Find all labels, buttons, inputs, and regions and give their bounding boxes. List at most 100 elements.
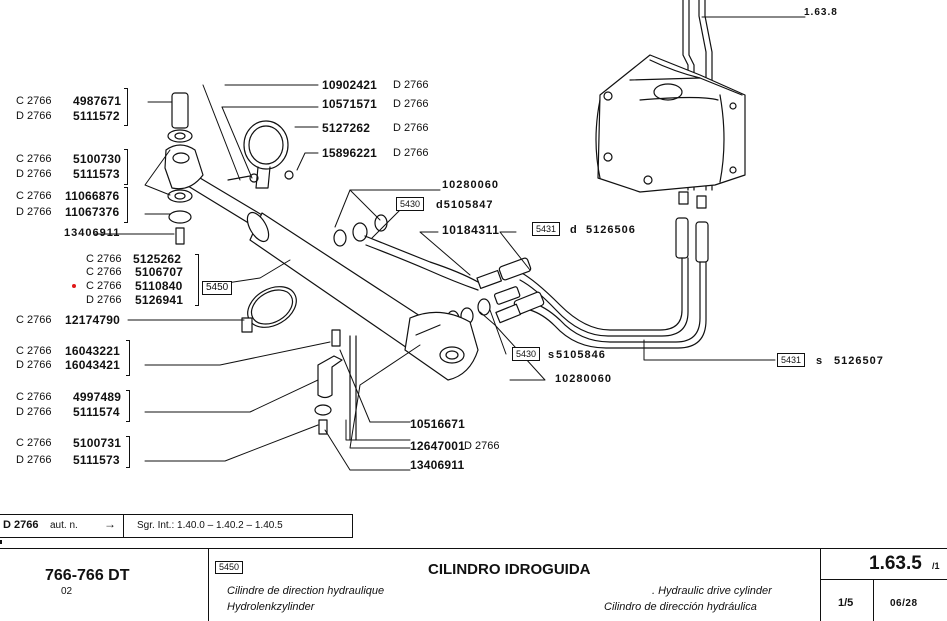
code: s	[816, 355, 824, 367]
prefix: C 2766	[16, 95, 52, 107]
group-ref-box[interactable]: 5450	[202, 281, 233, 295]
bracket-line	[124, 149, 128, 185]
title-french: Cilindre de direction hydraulique	[227, 585, 385, 597]
prefix: C 2766	[16, 190, 52, 202]
part-number[interactable]: 5106707	[135, 265, 184, 279]
group-ref-box[interactable]: 5430	[512, 347, 541, 361]
part-number[interactable]: 5100730	[73, 152, 122, 166]
prefix: C 2766	[16, 391, 52, 403]
title-english: . Hydraulic drive cylinder	[652, 585, 772, 597]
part-number[interactable]: 5126941	[135, 293, 184, 307]
part-number[interactable]: 15896221	[322, 146, 377, 160]
part-number[interactable]: 5125262	[133, 252, 182, 266]
part-number[interactable]: 5100731	[73, 436, 122, 450]
part-number[interactable]: 10280060	[442, 179, 499, 191]
prefix: D 2766	[16, 168, 52, 180]
divider	[208, 549, 209, 621]
prefix: D 2766	[16, 454, 52, 466]
code: s	[548, 349, 556, 361]
banjo-fittings	[333, 214, 521, 328]
bracket-line	[126, 436, 130, 468]
variant-code: D 2766	[464, 440, 500, 452]
part-number[interactable]: 13406911	[64, 227, 121, 239]
part-number[interactable]: 16043421	[65, 358, 120, 372]
bracket-line	[126, 390, 130, 422]
model-name: 766-766 DT	[45, 567, 130, 584]
group-ref-box[interactable]: 5450	[215, 561, 244, 574]
variant-code: D 2766	[393, 98, 429, 110]
variant-code: D 2766	[3, 519, 39, 531]
part-number[interactable]: 12174790	[65, 313, 120, 327]
model-sub: 02	[61, 586, 73, 597]
cylinder	[187, 174, 479, 381]
arrow-icon: →	[104, 517, 116, 531]
part-number[interactable]: 5111573	[73, 453, 120, 467]
page-title: CILINDRO IDROGUIDA	[428, 561, 591, 578]
part-number[interactable]: 5111574	[73, 405, 120, 419]
part-number[interactable]: 4987671	[73, 94, 122, 108]
prefix: C 2766	[16, 153, 52, 165]
part-number[interactable]: 10280060	[555, 373, 612, 385]
prefix: C 2766	[16, 314, 52, 326]
part-number[interactable]: 11066876	[65, 189, 120, 203]
part-number[interactable]: 10516671	[410, 417, 465, 431]
marker-dot	[72, 284, 76, 288]
prefix: C 2766	[86, 253, 122, 265]
group-ref-box[interactable]: 5431	[777, 353, 806, 367]
part-number[interactable]: 5110840	[135, 279, 183, 293]
variant-code: D 2766	[393, 79, 429, 91]
part-number[interactable]: 5105846	[556, 349, 606, 361]
prefix: D 2766	[16, 359, 52, 371]
part-number[interactable]: 5126507	[834, 355, 884, 367]
part-number[interactable]: 10902421	[322, 78, 377, 92]
part-number[interactable]: 5111572	[73, 109, 120, 123]
clamp	[227, 120, 294, 189]
hoses	[476, 257, 707, 349]
variant-desc: aut. n.	[50, 520, 78, 531]
part-number[interactable]: 10184311	[442, 223, 500, 237]
cross-reference[interactable]: 1.63.8	[804, 7, 838, 18]
bracket-line	[195, 254, 199, 306]
leader-lines	[94, 84, 776, 471]
part-number[interactable]: 4997489	[73, 390, 122, 404]
prefix: D 2766	[16, 406, 52, 418]
group-ref-box[interactable]: 5430	[396, 197, 425, 211]
divider	[0, 540, 2, 544]
title-block: 766-766 DT 02 5450 CILINDRO IDROGUIDA Ci…	[0, 548, 947, 621]
part-number[interactable]: 5126506	[586, 224, 636, 236]
part-number[interactable]: 16043221	[65, 344, 120, 358]
prefix: D 2766	[16, 206, 52, 218]
prefix: C 2766	[86, 280, 122, 292]
group-ref-box[interactable]: 5431	[532, 222, 561, 236]
prefix: D 2766	[16, 110, 52, 122]
bracket	[314, 329, 357, 441]
bracket-line	[124, 187, 128, 223]
part-number[interactable]: 5111573	[73, 167, 120, 181]
exploded-view-drawing	[94, 0, 806, 471]
prefix: D 2766	[86, 294, 122, 306]
part-number[interactable]: 11067376	[65, 205, 120, 219]
bracket-line	[126, 340, 130, 376]
part-number[interactable]: 12647001	[410, 439, 465, 453]
variant-code: D 2766	[393, 147, 429, 159]
prefix: C 2766	[16, 437, 52, 449]
pump-fittings	[675, 191, 709, 263]
part-number[interactable]: 13406911	[410, 458, 465, 472]
prefix: C 2766	[16, 345, 52, 357]
divider	[820, 549, 821, 621]
sheet-number: 1/5	[838, 597, 854, 609]
divider	[873, 579, 874, 621]
prefix: C 2766	[86, 266, 122, 278]
hose-clamp	[241, 286, 297, 333]
title-german: Hydrolenkzylinder	[227, 601, 315, 613]
bracket-line	[124, 88, 128, 126]
variant-code: D 2766	[393, 122, 429, 134]
rod-end	[164, 92, 204, 245]
part-number[interactable]: d5105847	[436, 199, 494, 211]
title-spanish: Cilindro de dirección hydráulica	[604, 601, 757, 613]
issue-date: 06/28	[890, 598, 918, 609]
part-number[interactable]: 5127262	[322, 121, 371, 135]
divider	[123, 515, 124, 537]
page-reference: 1.63.5	[869, 553, 922, 574]
part-number[interactable]: 10571571	[322, 97, 377, 111]
